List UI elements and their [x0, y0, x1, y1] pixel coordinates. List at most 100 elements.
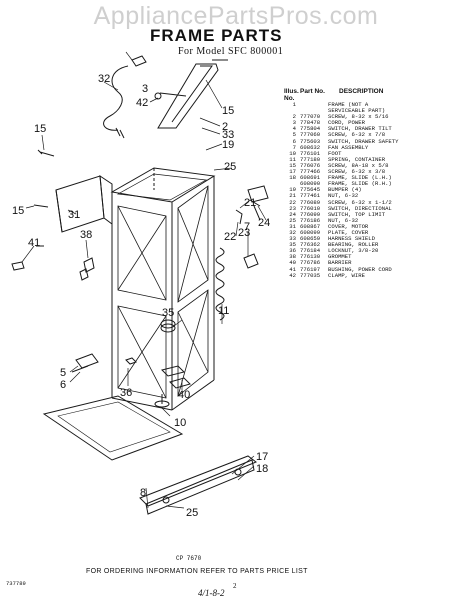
- header-illus-no: Illus. No.: [284, 88, 299, 102]
- part-no-cell: 608090: [300, 180, 321, 188]
- document-code: 737789: [6, 580, 26, 587]
- table-row: SERVICEABLE PART): [284, 107, 470, 114]
- drawing-code: CP 7670: [176, 555, 202, 562]
- part-no-cell: 776101: [300, 149, 321, 157]
- illus-no-cell: 23: [289, 204, 296, 212]
- part-no-cell: 776786: [300, 259, 321, 267]
- spring: [215, 247, 225, 321]
- part-no-cell: 776099: [300, 210, 321, 218]
- part-no-cell: 776076: [300, 161, 321, 169]
- callout-19: 19: [222, 139, 234, 151]
- description-cell: FRAME, SLIDE (L.H.): [328, 174, 392, 182]
- part-no-cell: 777070: [300, 113, 321, 121]
- callout-2: 2: [222, 121, 228, 133]
- description-cell: BUMPER (4): [328, 186, 362, 194]
- page-title: FRAME PARTS: [150, 26, 283, 45]
- part-no-cell: 777060: [300, 131, 321, 139]
- part-no-cell: 776362: [300, 241, 321, 249]
- power-cord: [103, 65, 129, 131]
- ordering-info: FOR ORDERING INFORMATION REFER TO PARTS …: [86, 568, 308, 575]
- description-cell: SCREW, 8-32 x 5/16: [328, 113, 389, 121]
- callout-5: 5: [60, 367, 66, 379]
- description-cell: SCREW, 6-32 x 3/8: [328, 168, 386, 176]
- part-no-cell: 776184: [300, 247, 321, 255]
- part-no-cell: 776186: [300, 216, 321, 224]
- callout-18: 18: [256, 463, 268, 475]
- callout-32: 32: [98, 73, 110, 85]
- description-cell: SWITCH, TOP LIMIT: [328, 210, 386, 218]
- illus-no-cell: 32: [289, 228, 296, 236]
- illus-no-cell: 22: [289, 198, 296, 206]
- part-no-cell: 777466: [300, 168, 321, 176]
- description-cell: CLAMP, WIRE: [328, 271, 365, 279]
- callout-10: 10: [174, 417, 186, 429]
- part-no-cell: 777035: [300, 271, 321, 279]
- part-no-cell: 775645: [300, 186, 321, 194]
- callout-36: 36: [120, 387, 132, 399]
- table-row: 15 776076 SCREW, 8A-18 x 5/8: [284, 161, 470, 169]
- part-no-cell: 776197: [300, 265, 321, 273]
- illus-no-cell: 15: [289, 161, 296, 169]
- callout-21: 21: [244, 197, 256, 209]
- description-cell: NUT, 6-32: [328, 192, 359, 200]
- illus-no-cell: 2: [292, 113, 296, 121]
- description-cell: SWITCH, DRAWER SAFETY: [328, 137, 399, 145]
- illus-no-cell: 36: [289, 247, 296, 255]
- callout-8: 8: [140, 487, 146, 499]
- description-cell: BUSHING, POWER CORD: [328, 265, 392, 273]
- description-cell: SCREW, 6-32 x 7/8: [328, 131, 386, 139]
- description-cell: NUT, 6-32: [328, 216, 359, 224]
- part-no-cell: 608867: [300, 222, 321, 230]
- description-cell: COVER, MOTOR: [328, 222, 369, 230]
- callout-42: 42: [136, 97, 148, 109]
- table-row: 25 776186 NUT, 6-32: [284, 216, 470, 224]
- part-no-cell: 775603: [300, 137, 321, 145]
- illus-no-cell: 42: [289, 271, 296, 279]
- illus-no-cell: 5: [292, 131, 296, 139]
- page-number: 2: [233, 582, 237, 590]
- part-no-cell: 775804: [300, 125, 321, 133]
- table-row: 2 777070 SCREW, 8-32 x 5/16: [284, 114, 470, 120]
- header-description: DESCRIPTION: [339, 88, 384, 95]
- handwritten-note: 4/1-8-2: [198, 588, 225, 598]
- illus-no-cell: 1: [292, 101, 296, 108]
- description-cell: BEARING, ROLLER: [328, 241, 379, 249]
- description-cell: CORD, POWER: [328, 119, 365, 127]
- harness-shield: [157, 63, 219, 129]
- callout-25-top: 25: [224, 161, 236, 173]
- description-cell: SPRING, CONTAINER: [328, 155, 386, 163]
- callout-38: 38: [80, 229, 92, 241]
- illus-no-cell: 25: [289, 216, 296, 224]
- description-cell: SCREW, 8A-18 x 5/8: [328, 161, 389, 169]
- callout-25-bottom: 25: [186, 507, 198, 519]
- parts-list-header: Illus. No. Part No. DESCRIPTION: [284, 88, 470, 102]
- part-no-cell: 608099: [300, 228, 321, 236]
- illus-no-cell: 3: [292, 119, 296, 127]
- callout-6: 6: [60, 379, 66, 391]
- description-cell: SWITCH, DIRECTIONAL: [328, 204, 392, 212]
- slide-frame: [139, 455, 258, 515]
- illus-no-cell: 6: [292, 137, 296, 145]
- callout-33: 33: [222, 129, 234, 141]
- watermark: AppliancePartsPros.com: [93, 2, 379, 30]
- part-no-cell: 777461: [300, 192, 321, 200]
- illus-no-cell: 33: [289, 235, 296, 243]
- callout-3: 3: [142, 83, 148, 95]
